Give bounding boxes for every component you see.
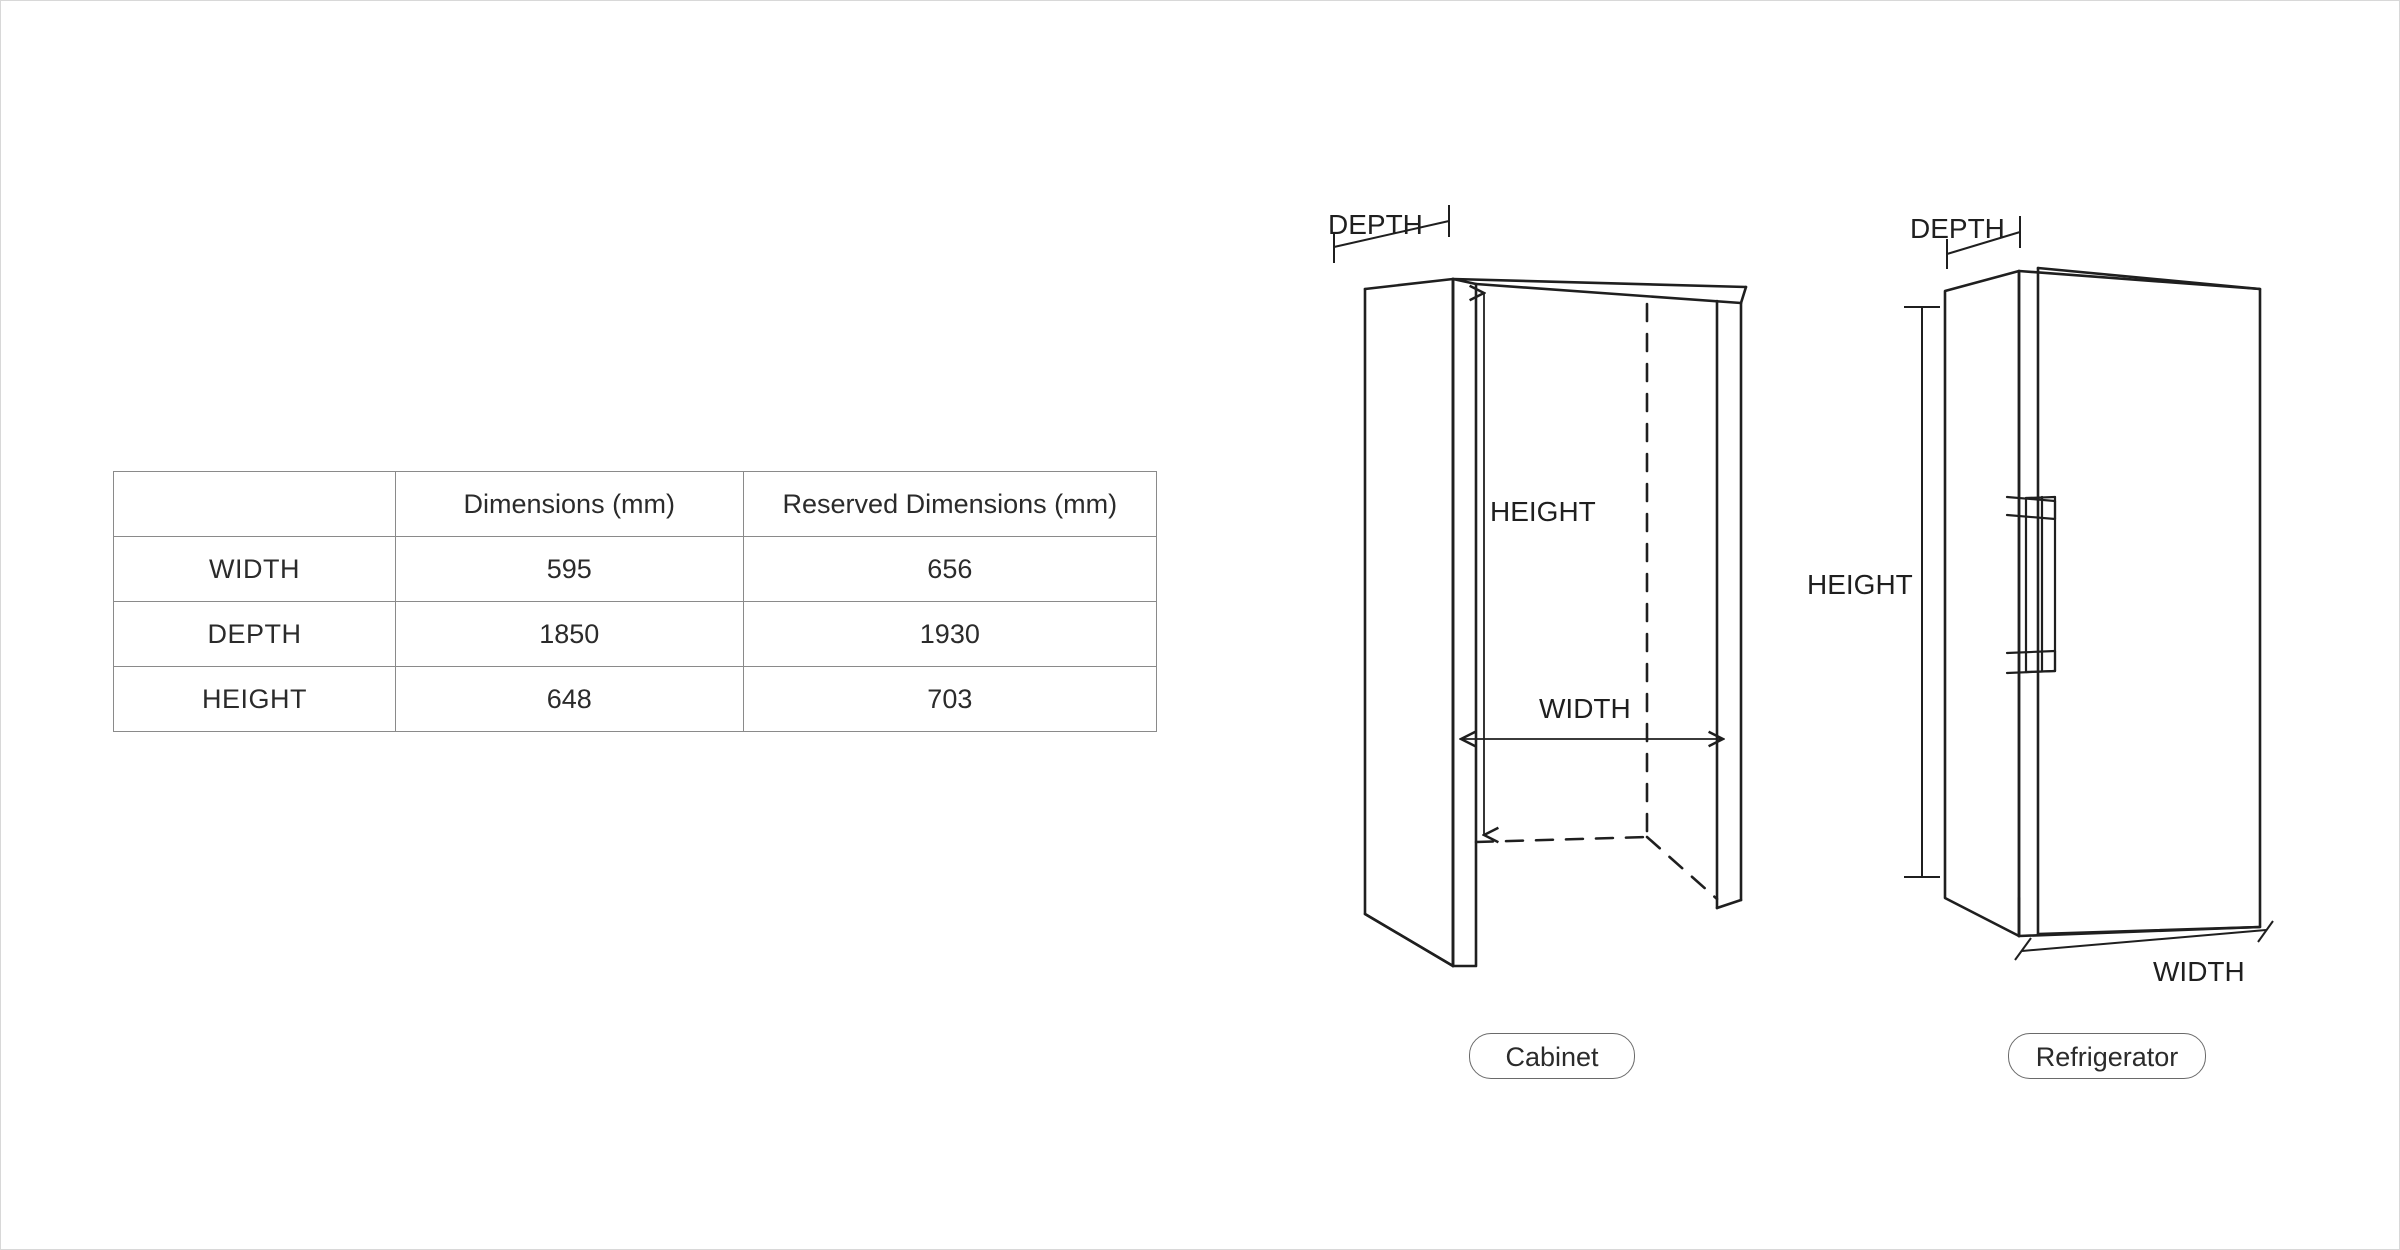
table-header-corner	[113, 471, 396, 537]
table-row: DEPTH 1850 1930	[113, 601, 1158, 667]
cabinet-floor-right-line	[1645, 835, 1719, 901]
cell-height-dimensions: 648	[394, 666, 744, 732]
refrigerator-depth-label: DEPTH	[1910, 213, 2005, 244]
cabinet-height-label: HEIGHT	[1490, 496, 1596, 527]
refrigerator-height-label: HEIGHT	[1807, 569, 1913, 600]
cell-height-reserved: 703	[742, 666, 1158, 732]
refrigerator-width-line	[2021, 929, 2267, 952]
cabinet-left-panel-outer	[1363, 277, 1455, 968]
handle-upper-bracket-bottom	[2005, 513, 2057, 521]
refrigerator-width-dimension	[2014, 920, 2274, 961]
refrigerator-width-tick-left	[2014, 937, 2032, 961]
table-header-reserved-dimensions: Reserved Dimensions (mm)	[742, 471, 1158, 537]
cabinet-hidden-edges	[1474, 302, 1719, 901]
refrigerator-width-tick-right	[2257, 920, 2274, 943]
row-label-height: HEIGHT	[113, 666, 396, 732]
cell-depth-reserved: 1930	[742, 601, 1158, 667]
cabinet-top-right-edge	[1739, 285, 1748, 305]
cabinet-top-front-edge	[1451, 277, 1748, 289]
table-row: WIDTH 595 656	[113, 536, 1158, 602]
refrigerator-caption: Refrigerator	[2008, 1033, 2206, 1079]
refrigerator-top-edge	[2036, 266, 2262, 291]
handle-upper-bracket-top	[2005, 495, 2057, 503]
cabinet-top-back-edge	[1474, 282, 1743, 305]
cell-width-reserved: 656	[742, 536, 1158, 602]
table-header-row: Dimensions (mm) Reserved Dimensions (mm)	[113, 471, 1158, 537]
handle-lower-bracket-top	[2005, 649, 2057, 655]
table-header-dimensions: Dimensions (mm)	[394, 471, 744, 537]
row-label-depth: DEPTH	[113, 601, 396, 667]
dimensions-table: Dimensions (mm) Reserved Dimensions (mm)…	[113, 471, 1158, 732]
cabinet-left-panel-bottom-cut	[1363, 912, 1455, 968]
cabinet-caption: Cabinet	[1469, 1033, 1635, 1079]
cabinet-drawing	[1363, 277, 1748, 968]
refrigerator-bottom-edge	[2017, 925, 2262, 938]
refrigerator-side-face	[1943, 269, 2021, 938]
cabinet-depth-label: DEPTH	[1328, 209, 1423, 240]
cabinet-width-label: WIDTH	[1539, 693, 1631, 724]
cabinet-right-jamb-bottom	[1715, 898, 1743, 910]
handle-bar-bottom-cap	[2024, 669, 2057, 674]
refrigerator-drawing	[1943, 266, 2262, 938]
refrigerator-door-handle	[2005, 495, 2057, 675]
handle-bar-top-cap	[2024, 495, 2057, 500]
cabinet-left-panel-top-edge	[1363, 277, 1455, 291]
cell-width-dimensions: 595	[394, 536, 744, 602]
cabinet-front-left-jamb	[1451, 277, 1478, 968]
cabinet-floor-back-line	[1474, 835, 1649, 844]
cell-depth-dimensions: 1850	[394, 601, 744, 667]
handle-lower-bracket-bottom	[2005, 669, 2057, 675]
refrigerator-front-face	[2017, 269, 2262, 936]
row-label-width: WIDTH	[113, 536, 396, 602]
table-row: HEIGHT 648 703	[113, 666, 1158, 732]
refrigerator-width-label: WIDTH	[2153, 956, 2245, 987]
